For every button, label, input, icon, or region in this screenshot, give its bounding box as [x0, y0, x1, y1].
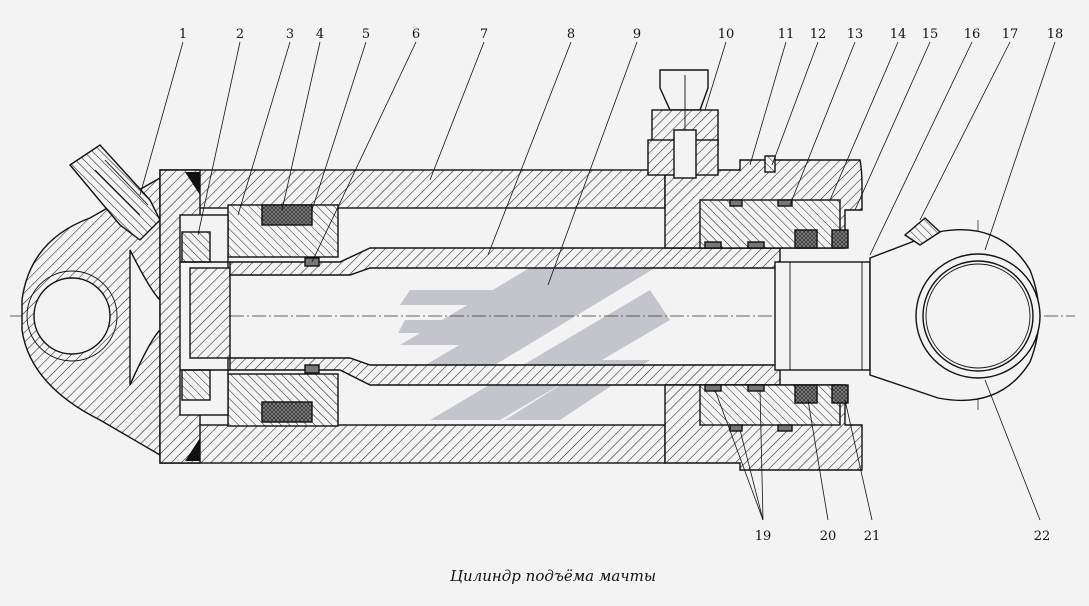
gland-head [304, 159, 863, 471]
callout-label-1: 1 [179, 27, 187, 42]
piston [179, 204, 339, 427]
drawing-caption: Цилиндр подъёма мачты [450, 567, 656, 585]
callout-label-12: 12 [810, 27, 827, 42]
rod-end-eye [774, 217, 1041, 402]
callout-label-22: 22 [1034, 529, 1051, 544]
callout-label-19: 19 [755, 529, 772, 544]
callout-label-18: 18 [1047, 27, 1064, 42]
callout-label-7: 7 [480, 27, 488, 42]
bleed-valve [647, 69, 776, 179]
rear-mount [21, 176, 161, 457]
callout-label-11: 11 [778, 27, 795, 42]
callout-label-2: 2 [236, 27, 244, 42]
callout-label-3: 3 [286, 27, 294, 42]
callout-label-6: 6 [412, 27, 420, 42]
callout-label-9: 9 [633, 27, 641, 42]
callout-label-8: 8 [567, 27, 575, 42]
callout-label-21: 21 [864, 529, 881, 544]
callout-label-20: 20 [820, 529, 837, 544]
watermark-logo [398, 250, 670, 420]
callout-label-4: 4 [316, 27, 324, 42]
callout-label-16: 16 [964, 27, 981, 42]
callout-label-14: 14 [890, 27, 907, 42]
callout-label-5: 5 [362, 27, 370, 42]
piston-rod [180, 247, 781, 386]
callout-label-13: 13 [847, 27, 864, 42]
callout-label-15: 15 [922, 27, 939, 42]
leader-lines [139, 41, 1056, 521]
callout-label-10: 10 [718, 27, 735, 42]
callout-label-17: 17 [1002, 27, 1019, 42]
